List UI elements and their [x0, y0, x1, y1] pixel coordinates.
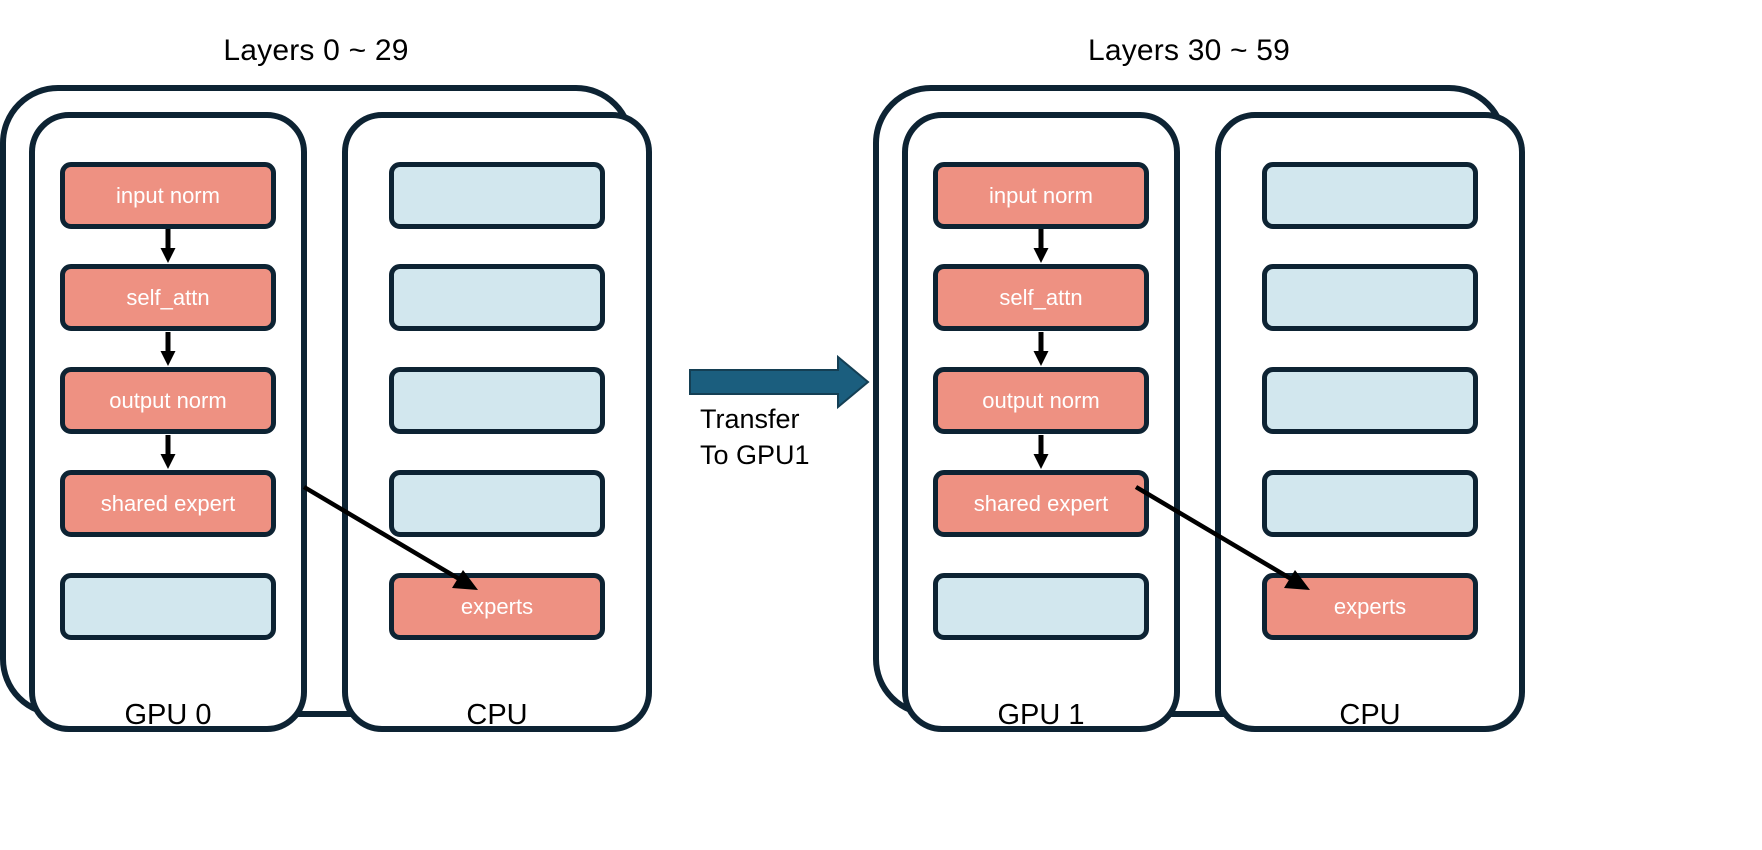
- transfer-label-line1: Transfer: [700, 404, 800, 434]
- gpu1-label: GPU 1: [997, 699, 1085, 731]
- group-right: Layers 30 ~ 59 input norm self_attn outp…: [869, 0, 1525, 850]
- transfer-label-line2: To GPU1: [700, 440, 810, 470]
- gpu1-cell-self-attn[interactable]: self_attn: [933, 264, 1149, 331]
- gpu0-cell-self-attn[interactable]: self_attn: [60, 264, 276, 331]
- gpu0-cell-shared-expert[interactable]: shared expert: [60, 470, 276, 537]
- cpu-right-cell-1[interactable]: [1262, 162, 1478, 229]
- group-left: Layers 0 ~ 29 input norm self_attn outpu…: [0, 0, 652, 850]
- gpu1-cell-empty[interactable]: [933, 573, 1149, 640]
- cpu-left-cell-1[interactable]: [389, 162, 605, 229]
- cpu-left-label: CPU: [466, 699, 528, 731]
- gpu0-flow-arrow-1: [156, 229, 180, 264]
- gpu0-cell-output-norm[interactable]: output norm: [60, 367, 276, 434]
- cpu-right-cell-experts[interactable]: experts: [1262, 573, 1478, 640]
- group-right-title: Layers 30 ~ 59: [1087, 34, 1291, 67]
- cpu-right-panel: experts: [1215, 112, 1525, 732]
- gpu0-flow-arrow-3: [156, 435, 180, 470]
- gpu0-cell-column: input norm self_attn output norm shared …: [35, 118, 301, 726]
- gpu1-cell-input-norm[interactable]: input norm: [933, 162, 1149, 229]
- gpu0-cell-empty[interactable]: [60, 573, 276, 640]
- cpu-right-cell-2[interactable]: [1262, 264, 1478, 331]
- gpu1-cell-output-norm[interactable]: output norm: [933, 367, 1149, 434]
- cpu-left-cell-2[interactable]: [389, 264, 605, 331]
- gpu1-panel: input norm self_attn output norm shared …: [902, 112, 1180, 732]
- gpu1-cell-column: input norm self_attn output norm shared …: [908, 118, 1174, 726]
- cpu-right-cell-3[interactable]: [1262, 367, 1478, 434]
- gpu1-flow-arrow-3: [1029, 435, 1053, 470]
- cpu-left-cell-4[interactable]: [389, 470, 605, 537]
- gpu0-cell-input-norm[interactable]: input norm: [60, 162, 276, 229]
- cpu-right-cell-4[interactable]: [1262, 470, 1478, 537]
- transfer-arrow: [689, 354, 870, 410]
- cpu-left-cell-column: experts: [348, 118, 646, 726]
- gpu0-flow-arrow-2: [156, 332, 180, 367]
- gpu1-cell-shared-expert[interactable]: shared expert: [933, 470, 1149, 537]
- cpu-right-cell-column: experts: [1221, 118, 1519, 726]
- cpu-right-label: CPU: [1339, 699, 1401, 731]
- gpu0-panel: input norm self_attn output norm shared …: [29, 112, 307, 732]
- gpu0-label: GPU 0: [124, 699, 212, 731]
- gpu1-flow-arrow-2: [1029, 332, 1053, 367]
- gpu1-flow-arrow-1: [1029, 229, 1053, 264]
- cpu-left-cell-3[interactable]: [389, 367, 605, 434]
- group-left-title: Layers 0 ~ 29: [223, 34, 409, 67]
- cpu-left-panel: experts: [342, 112, 652, 732]
- cpu-left-cell-experts[interactable]: experts: [389, 573, 605, 640]
